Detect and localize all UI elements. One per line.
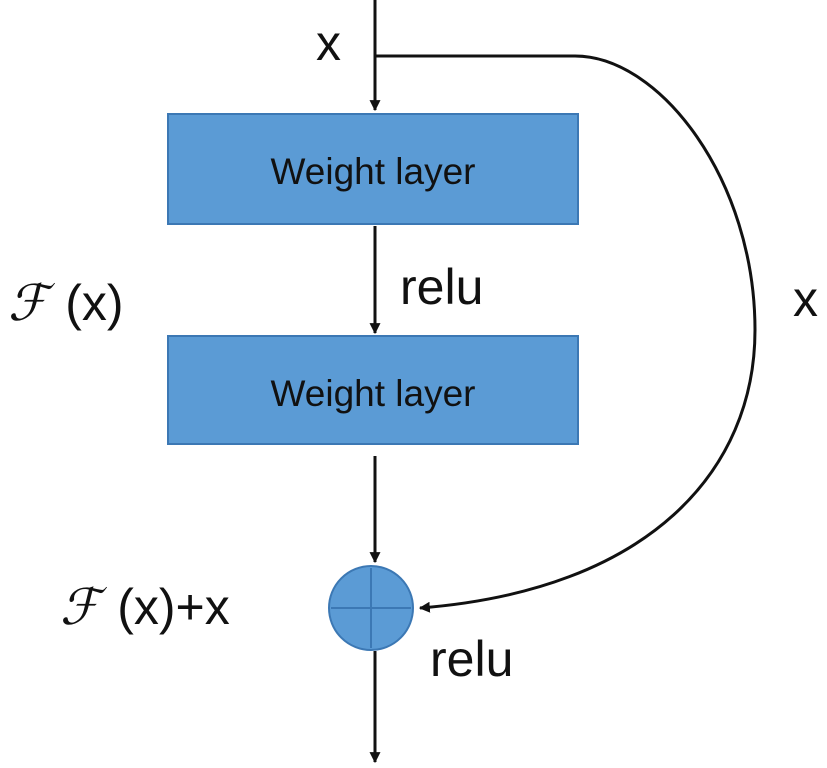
weight-layer-label-top: Weight layer bbox=[271, 151, 476, 192]
sum-function-args: (x)+x bbox=[117, 579, 230, 635]
weight-layer-box-top bbox=[167, 113, 579, 225]
relu-label-output: relu bbox=[430, 631, 513, 687]
input-x-label: x bbox=[316, 15, 341, 71]
sum-function-label: ℱ (x)+x bbox=[60, 578, 230, 636]
weight-layer-label-bottom: Weight layer bbox=[271, 373, 476, 414]
residual-function-symbol: ℱ bbox=[8, 274, 56, 332]
relu-label-middle: relu bbox=[400, 259, 483, 315]
skip-connection-arrow bbox=[375, 54, 757, 613]
sum-function-symbol: ℱ bbox=[60, 578, 108, 636]
skip-x-label: x bbox=[793, 271, 818, 327]
residual-function-args: (x) bbox=[65, 275, 123, 331]
residual-function-label: ℱ (x) bbox=[8, 274, 124, 332]
weight-layer-box-bottom bbox=[167, 335, 579, 445]
